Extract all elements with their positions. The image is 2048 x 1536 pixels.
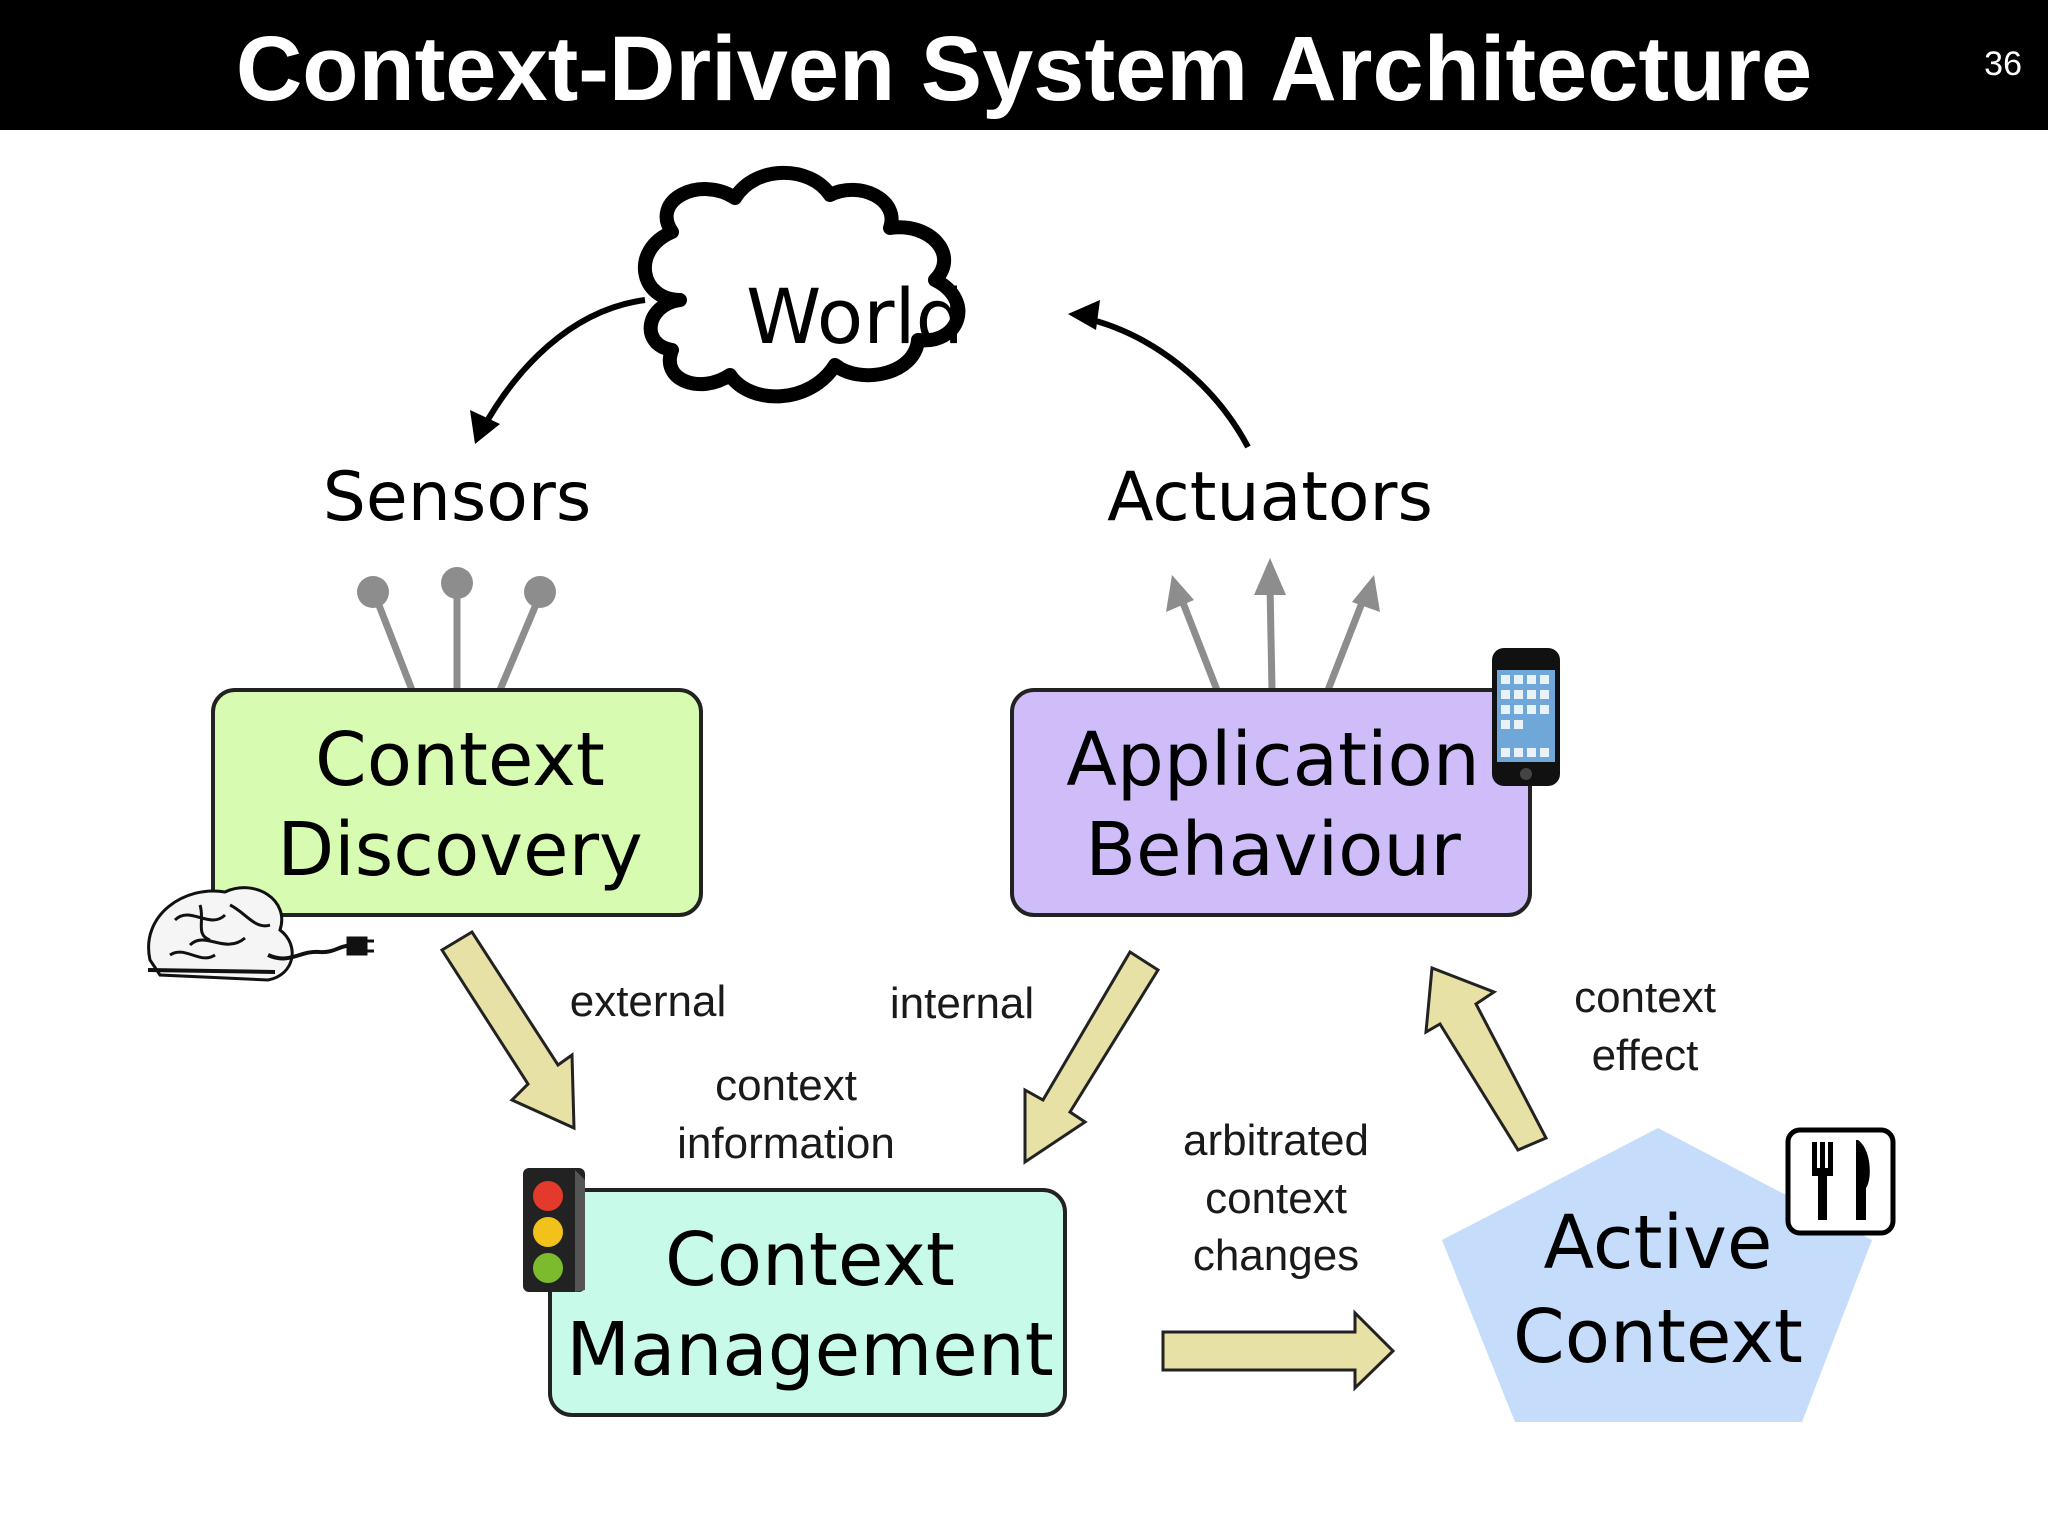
external-arrow: [439, 929, 576, 1131]
world-to-sensors-arrow: [479, 297, 646, 432]
arbitrated-changes-arrow: [1161, 1309, 1396, 1392]
active-context-line1: Active: [1544, 1200, 1773, 1286]
context-discovery-line2: Discovery: [277, 807, 643, 893]
context-information-line1: context: [715, 1061, 857, 1110]
application-behaviour-box: Application Behaviour: [1010, 688, 1532, 917]
traffic-light-icon: [523, 1168, 585, 1292]
slide-number: 36: [1984, 45, 2022, 83]
actuators-to-world-arrowhead: [1068, 300, 1100, 330]
world-label: World: [746, 272, 964, 361]
context-information-line2: information: [677, 1119, 895, 1168]
arbitrated-changes-line1: arbitrated: [1183, 1116, 1369, 1165]
sensors-label: Sensors: [323, 458, 592, 537]
context-management-line2: Management: [566, 1307, 1053, 1393]
sensor-antennas-icon: [357, 567, 556, 692]
active-context-line2: Context: [1513, 1294, 1803, 1380]
slide-title: Context-Driven System Architecture: [235, 18, 1813, 120]
context-discovery-box: Context Discovery: [211, 688, 703, 917]
application-behaviour-line2: Behaviour: [1085, 807, 1461, 893]
context-effect-line2: effect: [1592, 1031, 1699, 1080]
world-cloud-shape: [637, 165, 966, 404]
active-context-pentagon: Active Context: [1442, 1128, 1872, 1422]
context-effect-arrow: [1424, 965, 1549, 1152]
actuator-arrows-icon: [1166, 558, 1380, 692]
fork-knife-icon: [1785, 1127, 1896, 1236]
arbitrated-changes-line3: changes: [1193, 1231, 1359, 1280]
actuators-label: Actuators: [1107, 458, 1433, 537]
actuators-to-world-arrow: [1084, 315, 1251, 449]
context-discovery-line1: Context: [315, 717, 605, 803]
world-cloud: World: [637, 165, 966, 404]
smartphone-icon: [1492, 648, 1560, 786]
slide-header: Context-Driven System Architecture 36: [0, 0, 2048, 130]
context-management-line1: Context: [665, 1217, 955, 1303]
internal-arrow: [1023, 949, 1161, 1165]
application-behaviour-line1: Application: [1066, 717, 1479, 803]
brain-with-plug-icon: [147, 886, 374, 982]
internal-label: internal: [890, 979, 1034, 1028]
context-management-box: Context Management: [548, 1188, 1067, 1417]
external-label: external: [570, 977, 727, 1026]
world-to-sensors-arrowhead: [470, 410, 500, 444]
arbitrated-changes-line2: context: [1205, 1174, 1347, 1223]
context-effect-line1: context: [1574, 973, 1716, 1022]
